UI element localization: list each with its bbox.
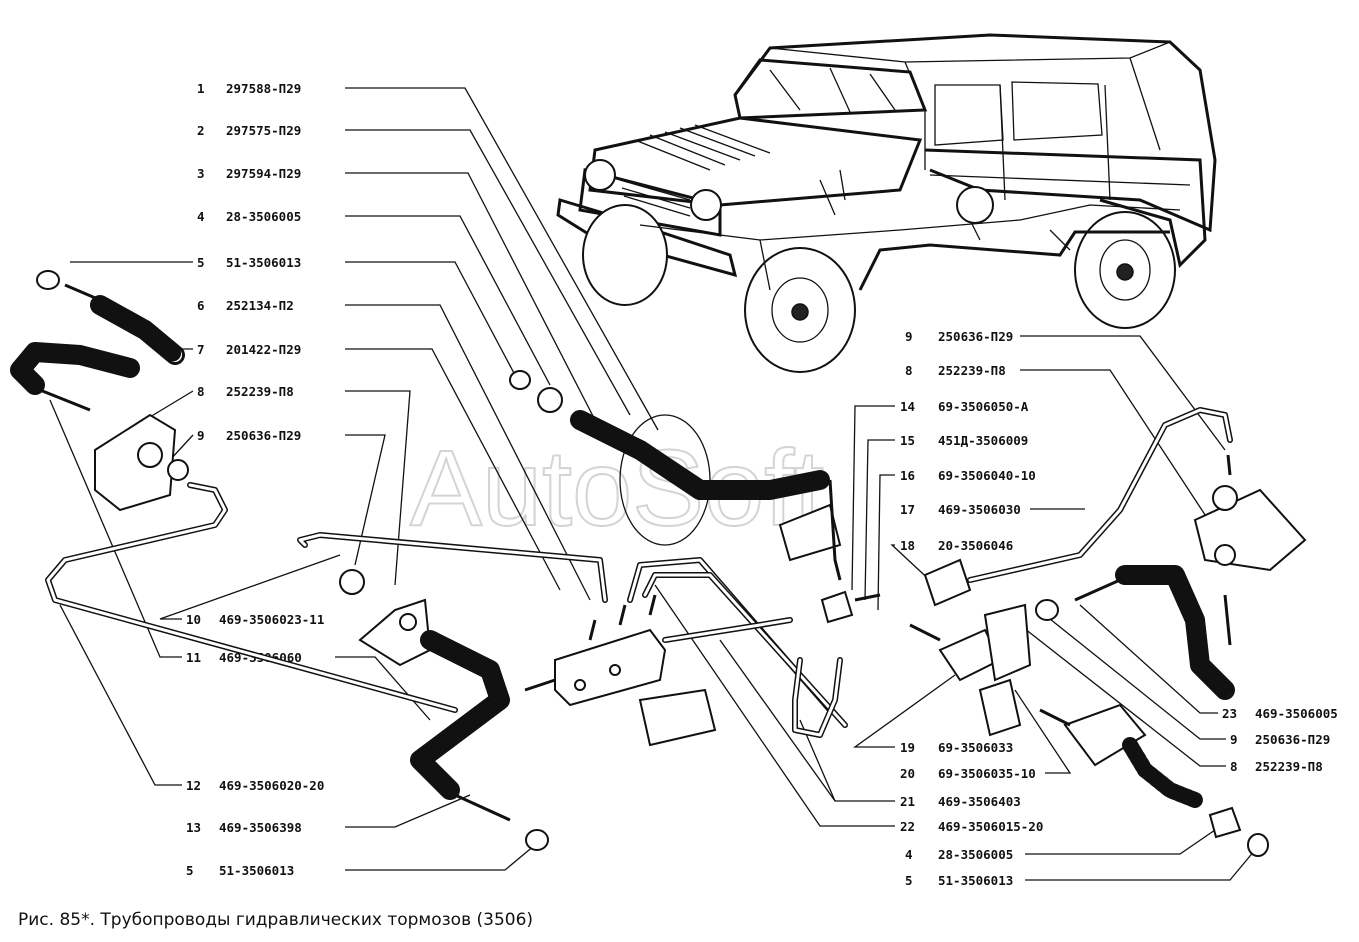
callout-4: 4 28-3506005 [197,209,551,386]
brake-parts [10,270,1307,857]
callout-code: 469-3506005 [1255,706,1338,721]
callout-num: 8 [197,384,205,399]
callout-code: 250636-П29 [226,428,301,443]
callout-num: 15 [900,433,915,448]
callout-num: 4 [905,847,913,862]
callout-code: 252134-П2 [226,298,294,313]
callout-num: 4 [197,209,205,224]
callout-23: 23 469-3506005 [1079,604,1338,721]
callout-code: 297588-П29 [226,81,301,96]
callout-16: 16 69-3506040-10 [877,468,1036,611]
callout-num: 14 [900,399,915,414]
callout-2: 2 297575-П29 [197,123,631,416]
callout-code: 252239-П8 [1255,759,1323,774]
callout-15: 15 451Д-3506009 [864,433,1028,601]
callout-12: 12 469-3506020-20 [59,604,324,793]
callout-code: 451Д-3506009 [938,433,1028,448]
callout-num: 5 [186,863,194,878]
callout-num: 22 [900,819,915,834]
callout-num: 5 [197,255,205,270]
callout-code: 69-3506050-А [938,399,1029,414]
callout-code: 69-3506033 [938,740,1013,755]
callouts-left: 1 297588-П29 2 297575-П29 3 297594-П29 4… [49,81,659,878]
callout-8c: 8 252239-П8 [1019,624,1323,774]
callout-num: 12 [186,778,201,793]
callout-num: 19 [900,740,915,755]
callout-code: 51-3506013 [938,873,1013,888]
callout-num: 23 [1222,706,1237,721]
callout-num: 5 [905,873,913,888]
callout-num: 18 [900,538,915,553]
callout-num: 9 [197,428,205,443]
callout-code: 69-3506035-10 [938,766,1036,781]
callout-7: 7 201422-П29 [160,342,561,591]
callout-code: 201422-П29 [226,342,301,357]
callout-5c: 5 51-3506013 [905,849,1256,888]
callout-code: 469-3506030 [938,502,1021,517]
callout-6: 6 252134-П2 [197,298,591,601]
callout-num: 8 [905,363,913,378]
callout-21: 21 469-3506403 [719,639,1021,809]
callout-18: 18 20-3506046 [890,538,1013,586]
callouts-far-right: 23 469-3506005 9 250636-П29 8 252239-П8 [1019,604,1338,774]
callout-num: 13 [186,820,201,835]
callout-num: 16 [900,468,915,483]
figure-caption: Рис. 85*. Трубопроводы гидравлических то… [18,910,533,930]
callout-code: 51-3506013 [219,863,294,878]
callout-code: 250636-П29 [938,329,1013,344]
callout-num: 3 [197,166,205,181]
callout-num: 21 [900,794,915,809]
callout-code: 297594-П29 [226,166,301,181]
callout-8a: 8 252239-П8 [144,384,411,586]
callout-code: 469-3506398 [219,820,302,835]
callout-17: 17 469-3506030 [900,502,1085,517]
callout-code: 250636-П29 [1255,732,1330,747]
callout-num: 11 [186,650,201,665]
callout-num: 6 [197,298,205,313]
callout-1: 1 297588-П29 [197,81,659,431]
vehicle-illustration [556,33,1217,373]
callout-num: 20 [900,766,915,781]
callout-22: 22 469-3506015-20 [654,584,1043,834]
callout-code: 252239-П8 [938,363,1006,378]
callout-num: 7 [197,342,205,357]
callout-20: 20 69-3506035-10 [900,689,1072,781]
callout-code: 252239-П8 [226,384,294,399]
callout-code: 28-3506005 [938,847,1013,862]
callout-9b: 9 250636-П29 [905,329,1226,451]
callout-num: 2 [197,123,205,138]
callout-5b: 5 51-3506013 [186,844,536,878]
callout-code: 469-3506015-20 [938,819,1043,834]
callout-code: 28-3506005 [226,209,301,224]
callout-num: 9 [905,329,913,344]
callout-code: 469-3506020-20 [219,778,324,793]
callout-code: 69-3506040-10 [938,468,1036,483]
callout-code: 20-3506046 [938,538,1013,553]
callout-num: 1 [197,81,205,96]
callout-14: 14 69-3506050-А [851,399,1029,591]
callout-code: 297575-П29 [226,123,301,138]
callout-num: 10 [186,612,201,627]
callout-num: 8 [1230,759,1238,774]
callout-num: 17 [900,502,915,517]
callout-9a: 9 250636-П29 [169,428,386,566]
callout-code: 469-3506023-11 [219,612,324,627]
callouts-right-bottom: 19 69-3506033 20 69-3506035-10 21 469-35… [654,584,1256,888]
callouts-right-top: 9 250636-П29 8 252239-П8 14 69-3506050-А… [851,329,1226,611]
callout-10: 10 469-3506023-11 [159,554,341,627]
callout-8b: 8 252239-П8 [905,363,1216,531]
callout-3: 3 297594-П29 [197,166,596,421]
callout-code: 51-3506013 [226,255,301,270]
callout-9c: 9 250636-П29 [1044,614,1330,747]
callout-code: 469-3506403 [938,794,1021,809]
callout-5a: 5 51-3506013 [70,255,516,376]
callout-4b: 4 28-3506005 [905,829,1216,862]
callout-19: 19 69-3506033 [852,674,1013,755]
callout-num: 9 [1230,732,1238,747]
callout-13: 13 469-3506398 [186,794,471,835]
